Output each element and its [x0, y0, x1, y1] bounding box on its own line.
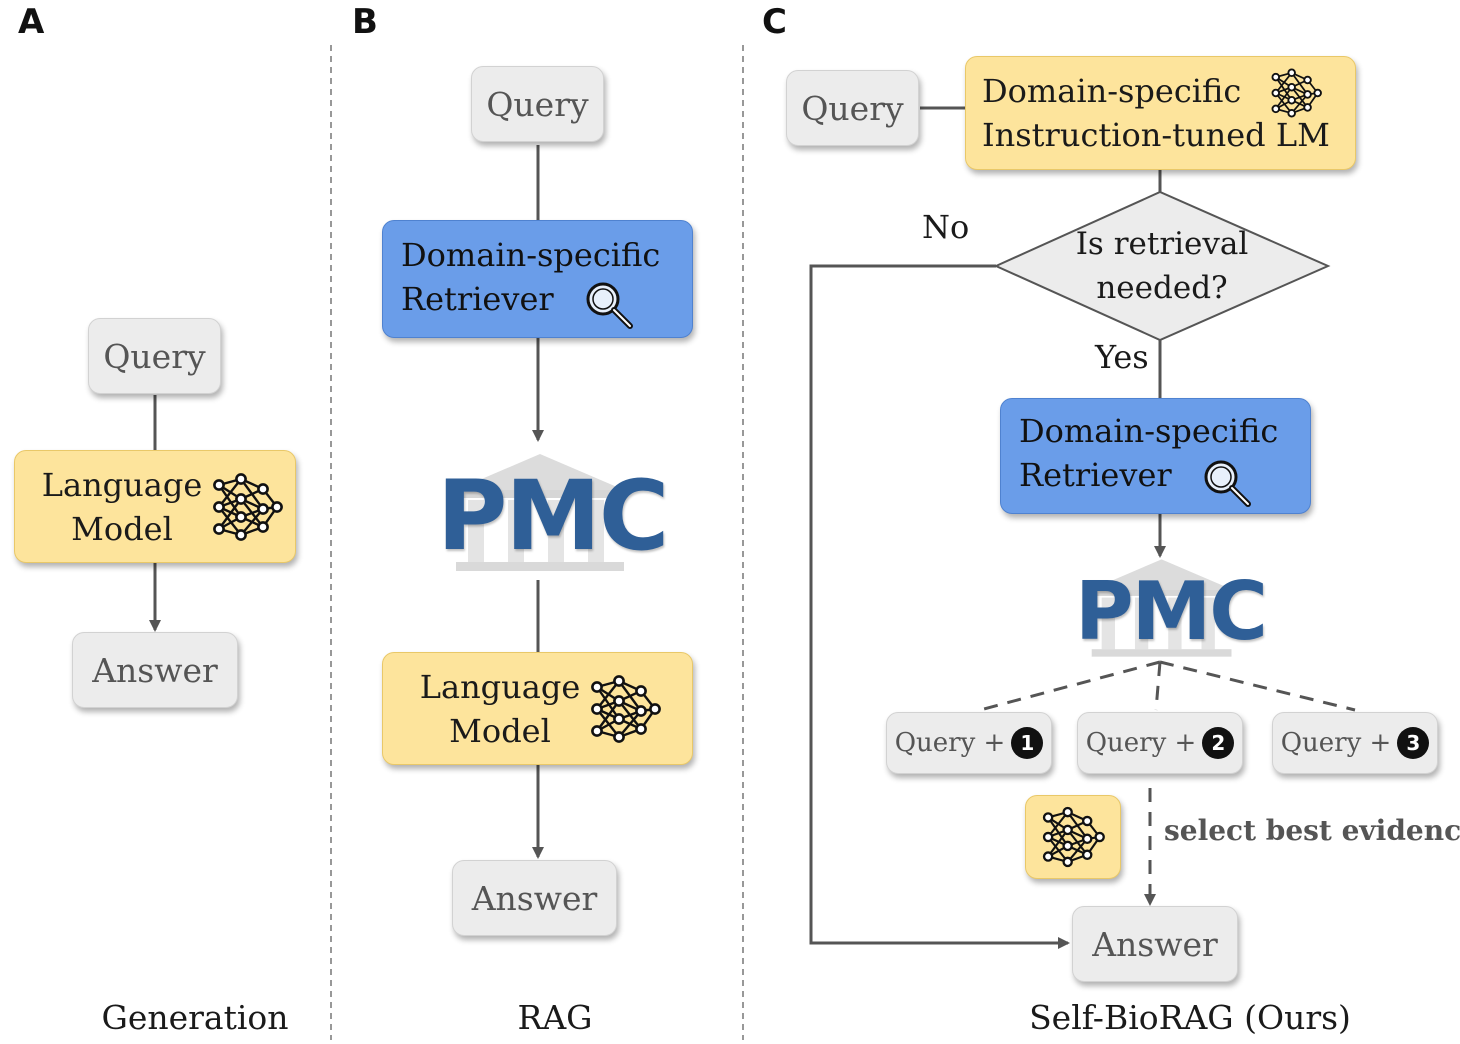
panel-b-caption: RAG [517, 998, 593, 1037]
c-retriever-line1: Domain-specific [1019, 412, 1279, 450]
evidence-3-number: 3 [1397, 727, 1430, 759]
a-language-model-box: Language Model [14, 450, 296, 563]
b-query-box: Query [471, 66, 604, 142]
a-lm-line2: Model [71, 510, 173, 548]
magnifier-icon [1204, 460, 1251, 507]
c-pmc-to-ev2 [1154, 661, 1162, 711]
c-lm-line2: Instruction-tuned LM [982, 116, 1330, 154]
c-selector-lm-box [1025, 795, 1121, 879]
b-retriever-line2: Retriever [401, 280, 554, 318]
c-lm-line1: Domain-specific [982, 72, 1242, 110]
decision-line1: Is retrieval [1075, 226, 1249, 262]
c-retriever-line2: Retriever [1019, 456, 1172, 494]
panel-c-letter: C [762, 2, 787, 42]
b-retriever-line1: Domain-specific [401, 236, 661, 274]
c-pmc-to-ev1 [979, 660, 1161, 712]
a-answer-box: Answer [72, 632, 238, 708]
c-answer-box: Answer [1072, 906, 1238, 982]
yes-label: Yes [1095, 338, 1149, 376]
decision-diamond [993, 190, 1331, 342]
c-pmc-label: PMC [1075, 565, 1268, 658]
evidence-1-label: Query + [894, 728, 1006, 758]
decision-label: Is retrieval needed? [1040, 222, 1284, 310]
a-query-box: Query [88, 318, 221, 394]
evidence-box-1: Query + 1 [886, 712, 1052, 774]
pmc-building-icon [1091, 559, 1232, 657]
evidence-3-label: Query + [1280, 728, 1392, 758]
neural-network-icon [591, 675, 661, 743]
decision-line2: needed? [1096, 270, 1228, 306]
b-language-model-box: Language Model [382, 652, 693, 765]
evidence-box-2: Query + 2 [1077, 712, 1243, 774]
b-retriever-box: Domain-specific Retriever [382, 220, 693, 338]
neural-network-icon [213, 473, 283, 541]
b-lm-line2: Model [449, 712, 551, 750]
c-query-box: Query [786, 70, 919, 146]
evidence-2-label: Query + [1085, 728, 1197, 758]
panel-a-letter: A [18, 2, 45, 42]
pmc-building-icon [456, 454, 624, 571]
c-instruction-tuned-lm-box: Domain-specific Instruction-tuned LM [965, 56, 1356, 170]
evidence-1-number: 1 [1011, 727, 1044, 759]
b-lm-line1: Language [419, 668, 581, 706]
b-pmc-label: PMC [437, 460, 669, 572]
panel-b-letter: B [352, 2, 378, 42]
panel-a-caption: Generation [101, 998, 289, 1037]
no-label: No [922, 208, 970, 246]
select-best-evidence-label: select best evidence [1164, 814, 1460, 847]
c-no-path [809, 264, 1070, 949]
c-pmc-to-ev3 [1159, 660, 1356, 712]
neural-network-icon [1042, 806, 1105, 868]
a-lm-line1: Language [41, 466, 203, 504]
panel-c-caption: Self-BioRAG (Ours) [1029, 998, 1351, 1037]
neural-network-icon [1271, 68, 1322, 118]
evidence-2-number: 2 [1202, 727, 1235, 759]
c-retriever-box: Domain-specific Retriever [1000, 398, 1311, 514]
b-answer-box: Answer [452, 860, 617, 936]
evidence-box-3: Query + 3 [1272, 712, 1438, 774]
magnifier-icon [586, 282, 633, 329]
